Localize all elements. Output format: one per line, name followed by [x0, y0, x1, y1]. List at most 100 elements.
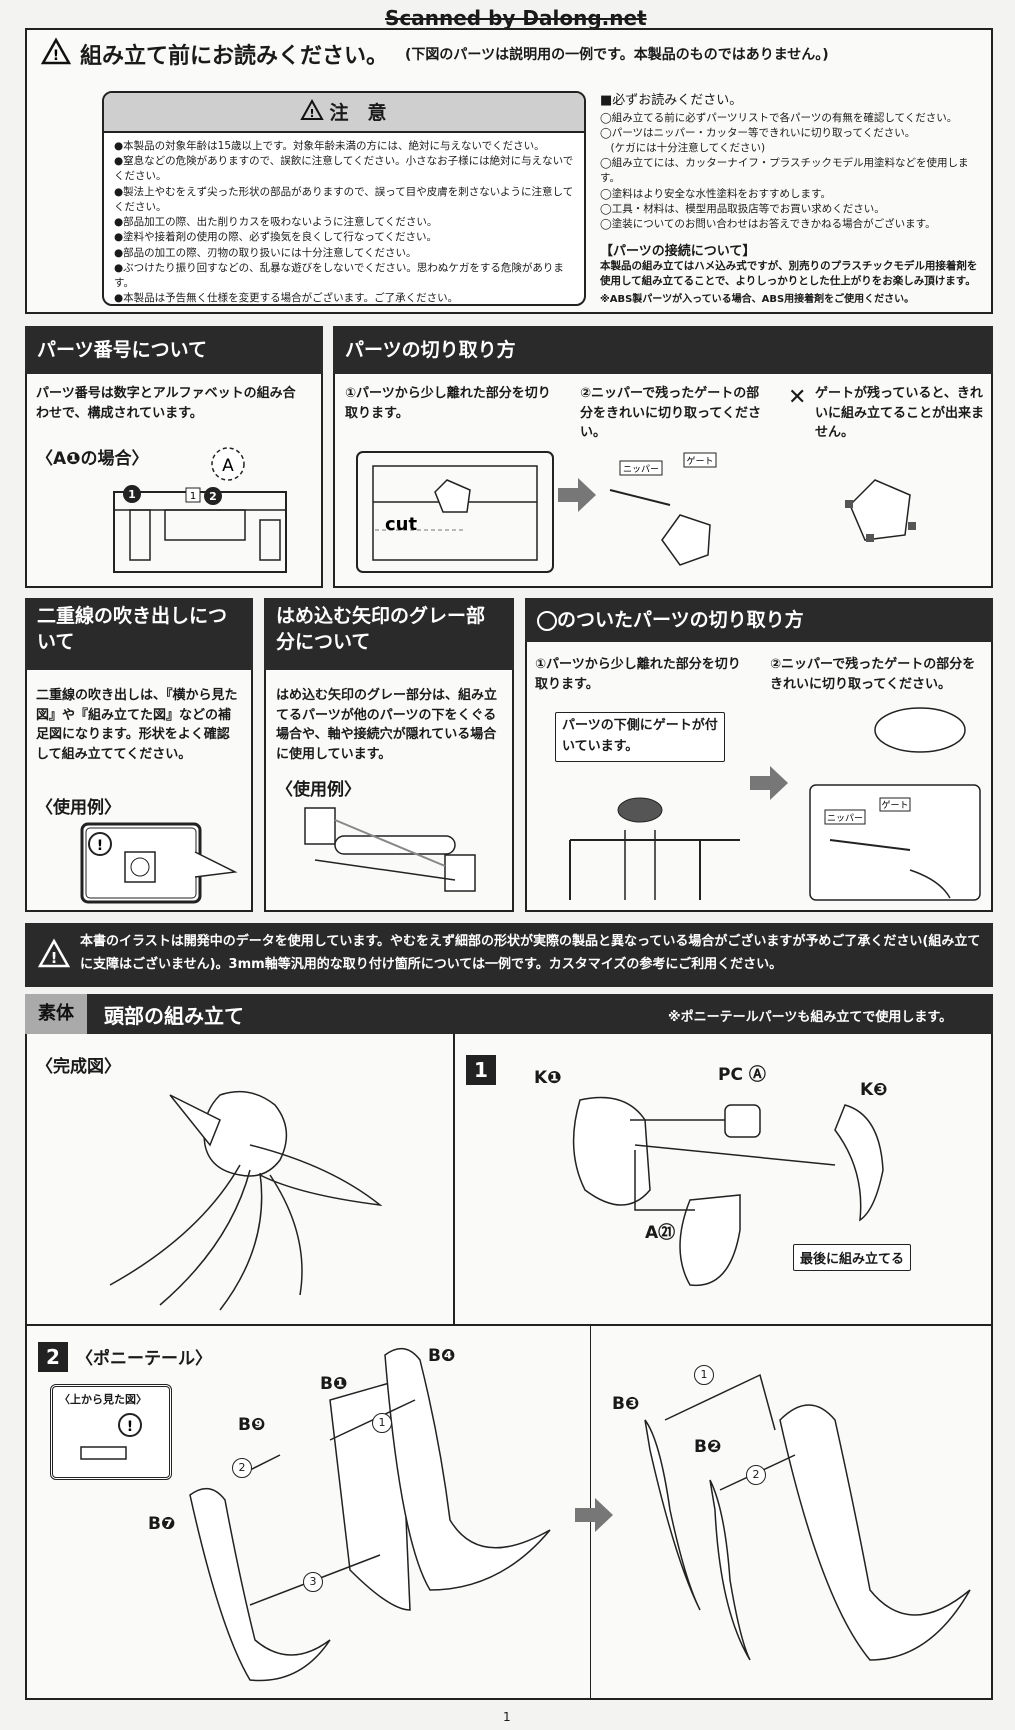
step2-label-b2: B❷ [694, 1437, 722, 1457]
cutting-header: パーツの切り取り方 [333, 326, 993, 374]
gated-part-illustration [550, 770, 750, 905]
step1-illustration [565, 1090, 895, 1305]
cutting-step1: ①パーツから少し離れた部分を切り取ります。 [345, 386, 551, 421]
nipper-illustration: ニッパー ゲート [609, 452, 740, 570]
step1-label-k1: K❶ [534, 1068, 562, 1088]
step2-number: 2 [38, 1342, 68, 1372]
caution-item: ●部品加工の際、出た削りカスを吸わないように注意してください。 [114, 216, 438, 229]
marked-step2: ②ニッパーで残ったゲートの部分をきれいに切り取ってください。 [770, 657, 976, 692]
part-number-text: パーツ番号は数字とアルファベットの組み合わせで、構成されています。 [36, 386, 296, 421]
step2-title: 〈ポニーテール〉 [76, 1349, 212, 1369]
head-header-bar [25, 994, 993, 1034]
top-notice-title: 組み立て前にお読みください。 [80, 44, 389, 69]
detail-gate-label: ゲート [881, 799, 908, 811]
step2-label-b3: B❸ [612, 1394, 640, 1414]
caution-item: ●部品の加工の際、刃物の取り扱いには十分注意してください。 [114, 246, 417, 259]
complete-label: 〈完成図〉 [36, 1057, 121, 1077]
illustration-notice: ! 本書のイラストは開発中のデータを使用しています。やむをえず細部の形状が実際の… [25, 923, 993, 987]
must-read-list: ◯組み立てる前に必ずパーツリストで各パーツの有無を確認してください。 ◯パーツは… [600, 111, 985, 233]
notice-text: 本書のイラストは開発中のデータを使用しています。やむをえず細部の形状が実際の製品… [80, 934, 981, 972]
head-note: ※ポニーテールパーツも組み立てで使用します。 [668, 1010, 953, 1025]
runner-illustration: A 1 2 1 [110, 447, 300, 573]
caution-warning-icon: ! [300, 94, 325, 134]
arrow-num-4: 1 [694, 1365, 714, 1385]
arrow-num-5: 2 [746, 1465, 766, 1485]
part-number-example: 〈A❶の場合〉 [36, 449, 149, 469]
must-read-item: ◯組み立てる前に必ずパーツリストで各パーツの有無を確認してください。 [600, 111, 958, 124]
nipper-label: ニッパー [623, 464, 659, 475]
nipper-detail-illustration: ニッパー ゲート [809, 700, 981, 905]
must-read-item: (ケガには十分注意してください) [600, 141, 766, 154]
must-read-item: ◯パーツはニッパー・カッター等できれいに切り取ってください。 [600, 126, 916, 139]
cut-label: cut [385, 514, 417, 535]
step2-label-b7: B❼ [148, 1514, 176, 1534]
svg-text:!: ! [310, 107, 315, 120]
caution-box: ! 注 意 ●本製品の対象年齢は15歳以上です。対象年齢未満の方には、絶対に与えな… [102, 91, 586, 306]
page-number: 1 [503, 1710, 511, 1724]
gate-label: ゲート [686, 455, 713, 467]
double-bubble-illustration: ! [80, 822, 240, 904]
svg-text:!: ! [127, 1419, 133, 1435]
caution-item: ●製法上やむをえず尖った形状の部品がありますので、誤って目や皮膚を刺さないように… [114, 185, 574, 213]
must-read-panel: ■必ずお読みください。 ◯組み立てる前に必ずパーツリストで各パーツの有無を確認し… [600, 91, 985, 305]
abs-note: ※ABS製パーツが入っている場合、ABS用接着剤をご使用ください。 [600, 293, 915, 305]
part-number-header: パーツ番号について [25, 326, 323, 374]
notice-warning-icon: ! [37, 938, 71, 971]
caution-item: ●本製品は予告無く仕様を変更する場合がございます。ご了承ください。 [114, 292, 459, 305]
head-title: 頭部の組み立て [104, 1004, 244, 1028]
caution-item: ●窒息などの危険がありますので、誤飲に注意してください。小さなお子様には絶対に与… [114, 155, 574, 183]
gate-callout: パーツの下側にゲートが付いています。 [555, 712, 725, 762]
runner-number-1: 1 [128, 488, 136, 501]
ponytail-right-illustration [630, 1360, 980, 1690]
gray-arrow-header: はめ込む矢印のグレー部分について [264, 598, 514, 670]
must-read-item: ◯工具・材料は、模型用品取扱店等でお買い求めください。 [600, 202, 885, 215]
must-read-item: ◯組み立てには、カッターナイフ・プラスチックモデル用塗料などを使用します。 [600, 157, 969, 185]
svg-text:!: ! [51, 949, 58, 967]
step2-label-b4: B❹ [428, 1346, 456, 1366]
marked-step1: ①パーツから少し離れた部分を切り取ります。 [535, 657, 741, 692]
caution-title: 注 意 [329, 102, 387, 124]
caution-header: ! 注 意 [104, 93, 584, 133]
step2-label-b9: B❾ [238, 1415, 266, 1435]
marked-icon [537, 610, 557, 631]
marked-parts-header: のついたパーツの切り取り方 [525, 598, 993, 642]
watermark: Scanned by Dalong.net [385, 6, 647, 30]
connection-text: 本製品の組み立てはハメ込み式ですが、別売りのプラスチックモデル用接着剤を使用して… [600, 260, 978, 288]
step1-number: 1 [466, 1055, 496, 1085]
step1-label-k3: K❸ [860, 1080, 888, 1100]
runner-number-2: 2 [209, 490, 217, 503]
caution-item: ●ぶつけたり振り回すなどの、乱暴な遊びをしないでください。思わぬケガをする危険が… [114, 261, 564, 289]
cutting-step3: ゲートが残っていると、きれいに組み立てることが出来ません。 [815, 386, 985, 440]
arrow-num-3: 3 [303, 1572, 323, 1592]
ponytail-left-illustration [180, 1340, 580, 1690]
gray-arrow-illustration [295, 800, 495, 900]
detail-nipper-label: ニッパー [827, 813, 863, 824]
runner-tag-number: 1 [190, 491, 196, 502]
caution-item: ●本製品の対象年齢は15歳以上です。対象年齢未満の方には、絶対に与えないでくださ… [114, 140, 545, 152]
cut-illustration: cut [355, 450, 560, 575]
divider-horizontal [25, 1324, 993, 1326]
divider-vertical [453, 1034, 455, 1324]
marked-parts-title: のついたパーツの切り取り方 [557, 609, 804, 631]
step2-label-b1: B❶ [320, 1374, 348, 1394]
top-view-bubble: 〈上から見た図〉 ! [50, 1384, 172, 1480]
runner-letter-label: A [222, 456, 234, 476]
svg-text:!: ! [53, 48, 59, 64]
connection-title: 【パーツの接続について】 [600, 244, 756, 260]
step1-callout: 最後に組み立てる [793, 1244, 912, 1271]
arrow-num-2: 2 [232, 1458, 252, 1478]
svg-text:!: ! [97, 838, 103, 854]
gray-arrow-example: 〈使用例〉 [276, 780, 361, 800]
complete-head-illustration [100, 1085, 400, 1315]
step1-label-a21: A㉑ [645, 1223, 676, 1243]
arrow-num-1: 1 [372, 1413, 392, 1433]
bad-gate-illustration [830, 470, 940, 570]
double-line-example: 〈使用例〉 [36, 798, 121, 818]
head-tag: 素体 [25, 994, 87, 1034]
must-read-item: ◯塗装についてのお問い合わせはお答えできかねる場合がございます。 [600, 218, 936, 231]
must-read-item: ◯塗料はより安全な水性塗料をおすすめします。 [600, 187, 831, 200]
must-read-title: ■必ずお読みください。 [600, 93, 743, 108]
step1-label-pca: PC Ⓐ [718, 1065, 766, 1085]
top-view-label: 〈上から見た図〉 [59, 1393, 147, 1406]
caution-list: ●本製品の対象年齢は15歳以上です。対象年齢未満の方には、絶対に与えないでくださ… [104, 133, 584, 305]
